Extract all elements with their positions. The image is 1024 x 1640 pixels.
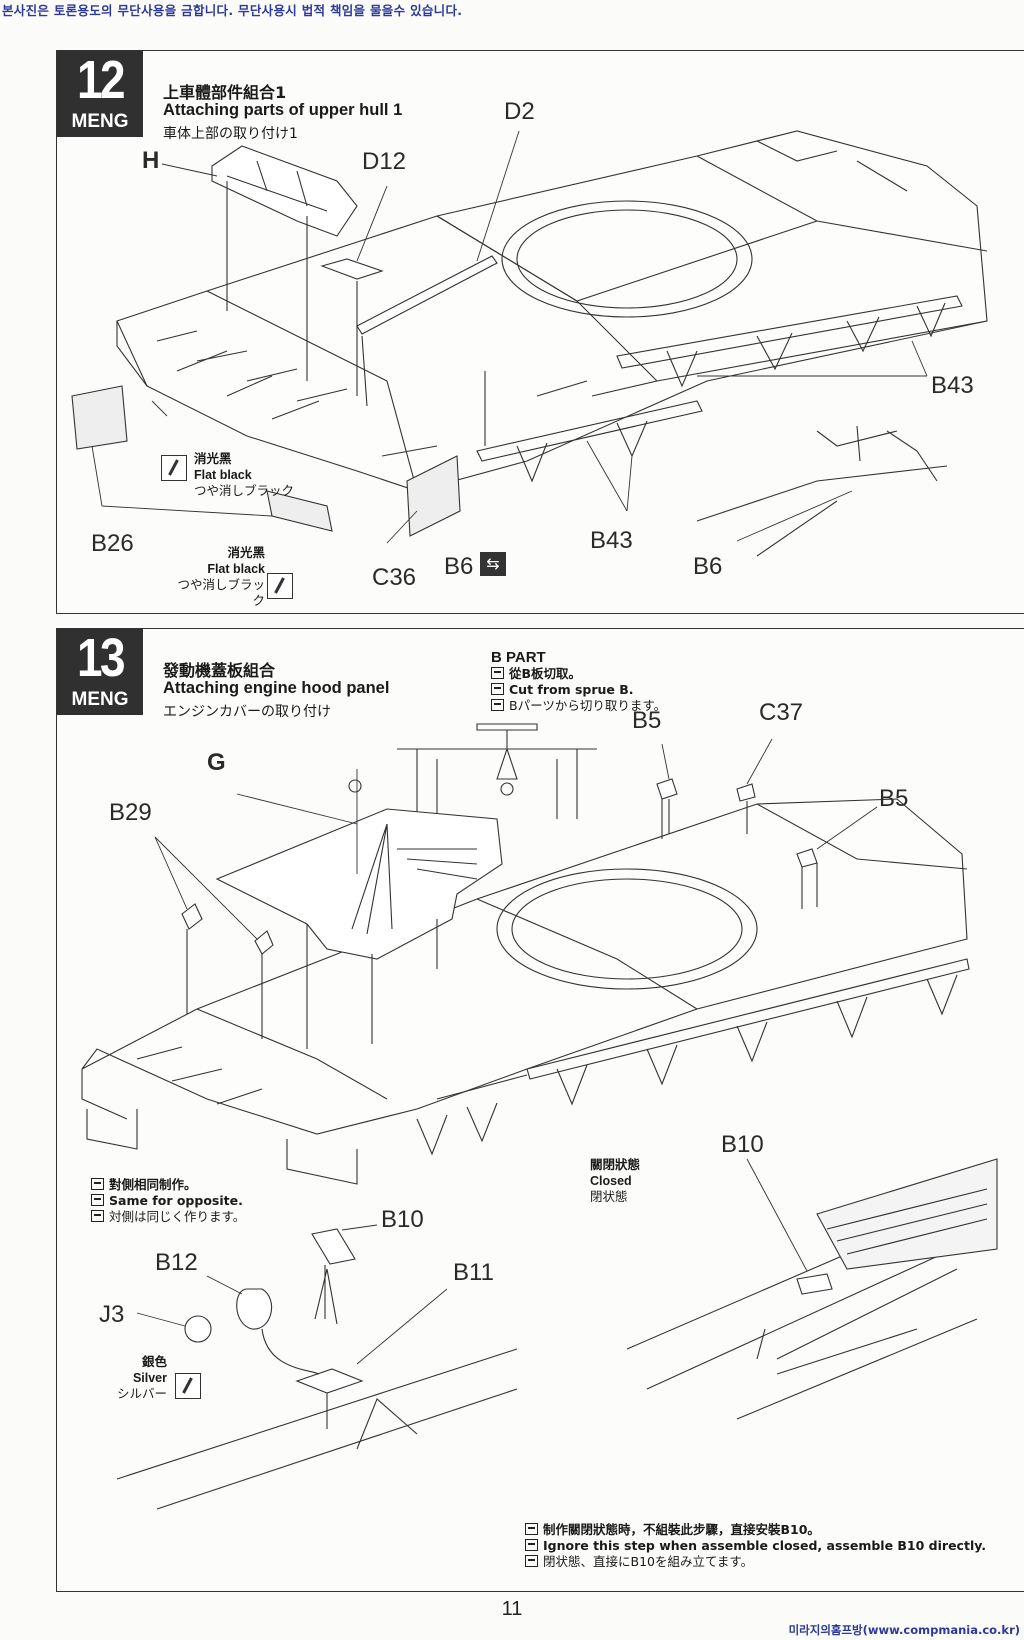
b-part-cn: 從B板切取。	[509, 666, 582, 681]
silver-cn: 銀色	[141, 1355, 167, 1369]
step-13-panel: 13 MENG 發動機蓋板組合 Attaching engine hood pa…	[56, 628, 1024, 1592]
step-12-panel: 12 MENG 上車體部件組合1 Attaching parts of uppe…	[56, 50, 1024, 614]
part-label-b10-inset: B10	[721, 1131, 764, 1158]
part-label-b11: B11	[453, 1259, 494, 1286]
copyright-notice: 본사진은 토론용도의 무단사용을 금합니다. 무단사용시 법적 책임을 물을수 …	[2, 3, 463, 18]
ignore-step-note: 制作關閉狀態時，不組裝此步驟，直接安裝B10。 Ignore this step…	[525, 1522, 986, 1570]
language-jp-icon	[91, 1210, 104, 1222]
part-label-b10: B10	[381, 1206, 424, 1233]
step-13-title-en: Attaching engine hood panel	[163, 679, 390, 697]
closed-en: Closed	[590, 1174, 632, 1188]
paint1-callout: 消光黑 Flat black つや消しブラック	[194, 451, 294, 499]
language-cn-icon	[525, 1523, 538, 1535]
ignore-en: Ignore this step when assemble closed, a…	[543, 1538, 986, 1553]
opposite-cn: 對側相同制作。	[109, 1177, 197, 1192]
language-cn-icon	[491, 667, 504, 679]
part-label-b43-right: B43	[931, 372, 974, 399]
part-label-c36: C36	[372, 564, 417, 591]
language-en-icon	[491, 683, 504, 695]
closed-jp: 閉状態	[590, 1189, 628, 1204]
closed-state-label: 關閉狀態 Closed 閉状態	[590, 1157, 640, 1205]
part-label-b6-inset: B6	[693, 553, 723, 580]
language-en-icon	[525, 1539, 538, 1551]
step-13-number: 13	[77, 628, 126, 688]
b-part-en: Cut from sprue B.	[509, 682, 634, 697]
part-label-j3: J3	[99, 1301, 125, 1328]
part-label-b26: B26	[91, 530, 134, 557]
part-label-b5-left: B5	[632, 707, 662, 734]
part-label-h: H	[142, 147, 160, 174]
language-cn-icon	[91, 1178, 104, 1190]
step-13-title-jp: エンジンカバーの取り付け	[163, 704, 331, 720]
closed-cn: 關閉狀態	[590, 1158, 641, 1172]
part-label-c37: C37	[759, 699, 804, 726]
ignore-cn: 制作關閉狀態時，不組裝此步驟，直接安裝B10。	[543, 1522, 820, 1537]
page-number: 11	[501, 1598, 523, 1620]
opposite-en: Same for opposite.	[109, 1193, 243, 1208]
part-label-b5-right: B5	[879, 785, 909, 812]
language-jp-icon	[491, 699, 504, 711]
step-13-title-cn: 發動機蓋板組合	[163, 661, 276, 680]
part-label-b29: B29	[109, 799, 152, 826]
part-label-b43-center: B43	[590, 527, 633, 554]
swap-direction-icon: ⇆	[480, 552, 506, 576]
part-label-d12: D12	[362, 148, 407, 175]
b-part-note: B PART 從B板切取。 Cut from sprue B. Bパーツから切り…	[491, 649, 666, 714]
step-12-badge: 12 MENG	[57, 50, 143, 137]
b-part-title: B PART	[491, 649, 546, 666]
opposite-note: 對側相同制作。 Same for opposite. 対側は同じく作ります。	[91, 1177, 245, 1225]
step-12-title-cn: 上車體部件組合1	[163, 83, 287, 102]
paint2-callout: 消光黑 Flat black つや消しブラック	[169, 545, 265, 609]
step-12-number: 12	[77, 50, 126, 110]
opposite-jp: 対側は同じく作ります。	[109, 1209, 246, 1224]
part-label-g: G	[207, 749, 226, 776]
paint2-en: Flat black	[207, 562, 265, 576]
paint-brush-icon	[161, 455, 187, 481]
language-en-icon	[91, 1194, 104, 1206]
ignore-jp: 閉状態、直接にB10を組み立てます。	[543, 1554, 754, 1569]
step-12-title-jp: 車体上部の取り付け1	[163, 126, 298, 142]
footer-watermark: 미라지의홈프방(www.compmania.co.kr)	[788, 1623, 1020, 1637]
silver-jp: シルバー	[116, 1386, 167, 1401]
step-12-title-en: Attaching parts of upper hull 1	[163, 101, 403, 119]
part-label-b6-main: B6	[444, 553, 474, 580]
silver-callout: 銀色 Silver シルバー	[107, 1354, 167, 1402]
paint1-cn: 消光黑	[194, 452, 232, 466]
upper-hull-drawing	[71, 130, 988, 557]
meng-logo: MENG	[71, 689, 129, 710]
paint-brush-icon	[175, 1373, 201, 1399]
silver-en: Silver	[132, 1371, 167, 1385]
language-jp-icon	[525, 1555, 538, 1567]
paint1-en: Flat black	[194, 468, 252, 482]
meng-logo: MENG	[71, 111, 129, 132]
paint2-cn: 消光黑	[227, 546, 265, 560]
paint2-jp: つや消しブラック	[177, 577, 265, 608]
engine-hood-drawing	[81, 723, 998, 1510]
paint1-jp: つや消しブラック	[194, 483, 295, 498]
step-13-badge: 13 MENG	[57, 628, 143, 715]
part-label-d2: D2	[504, 98, 535, 125]
part-label-b12: B12	[155, 1249, 198, 1276]
b-part-jp: Bパーツから切り取ります。	[509, 698, 667, 713]
paint-brush-icon	[267, 573, 293, 599]
